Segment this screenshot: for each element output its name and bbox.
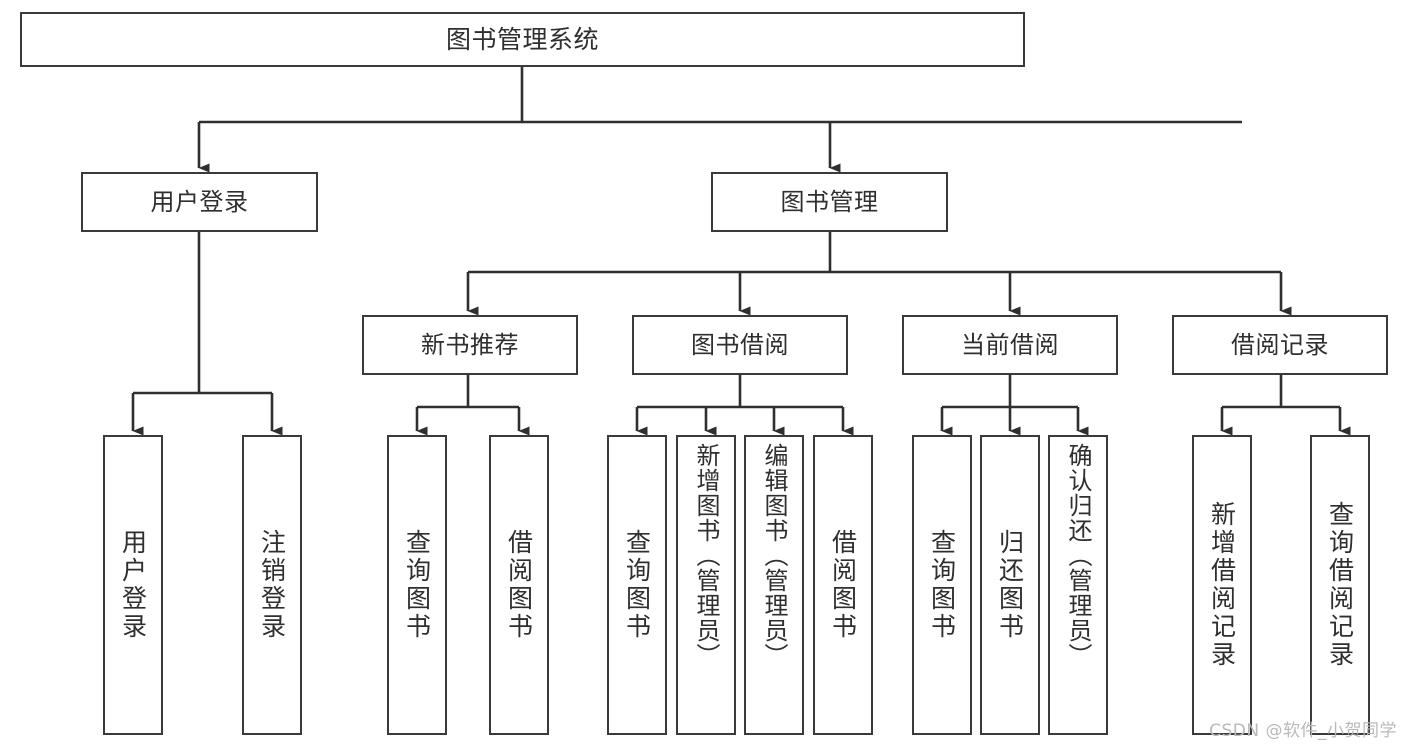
node-label: 新书推荐 [421,330,519,359]
node-label: 借阅记录 [1231,330,1329,359]
node-label: 查询图书 [927,529,957,641]
node-leaf-borrow-book-1[interactable]: 借阅图书 [489,435,549,735]
node-label: 图书借阅 [691,330,789,359]
node-label: 借阅图书 [504,529,534,641]
node-leaf-confirm-return[interactable]: 确认归还（管理员） [1048,435,1108,735]
node-label: 图书管理系统 [445,24,599,54]
node-leaf-query-record[interactable]: 查询借阅记录 [1310,435,1370,735]
node-root-system[interactable]: 图书管理系统 [20,12,1025,67]
node-label: 用户登录 [150,187,249,216]
node-borrow-record[interactable]: 借阅记录 [1172,315,1388,375]
node-book-management[interactable]: 图书管理 [711,172,948,232]
node-leaf-add-record[interactable]: 新增借阅记录 [1192,435,1252,735]
node-leaf-user-logout[interactable]: 注销登录 [242,435,302,735]
node-book-borrow[interactable]: 图书借阅 [632,315,848,375]
node-user-login[interactable]: 用户登录 [81,172,318,232]
node-label: 查询图书 [622,529,652,641]
node-current-borrow[interactable]: 当前借阅 [902,315,1118,375]
node-label: 借阅图书 [828,529,858,641]
node-new-book-recommend[interactable]: 新书推荐 [362,315,578,375]
node-label: 编辑图书（管理员） [760,443,788,668]
node-leaf-query-book-1[interactable]: 查询图书 [387,435,447,735]
node-label: 新增借阅记录 [1207,501,1237,669]
node-label: 查询图书 [402,529,432,641]
node-leaf-add-book[interactable]: 新增图书（管理员） [676,435,736,735]
node-leaf-query-book-3[interactable]: 查询图书 [912,435,972,735]
node-label: 用户登录 [118,529,148,641]
node-leaf-borrow-book-2[interactable]: 借阅图书 [813,435,873,735]
node-label: 图书管理 [780,187,879,216]
node-leaf-return-book[interactable]: 归还图书 [980,435,1040,735]
node-label: 新增图书（管理员） [692,443,720,668]
watermark-text: CSDN @软件_小贺同学 [1209,721,1397,741]
node-label: 归还图书 [995,529,1025,641]
node-leaf-edit-book[interactable]: 编辑图书（管理员） [744,435,804,735]
node-label: 注销登录 [257,529,287,641]
node-label: 当前借阅 [961,330,1059,359]
node-label: 确认归还（管理员） [1064,443,1092,668]
node-leaf-query-book-2[interactable]: 查询图书 [607,435,667,735]
node-label: 查询借阅记录 [1325,501,1355,669]
node-leaf-user-login[interactable]: 用户登录 [103,435,163,735]
